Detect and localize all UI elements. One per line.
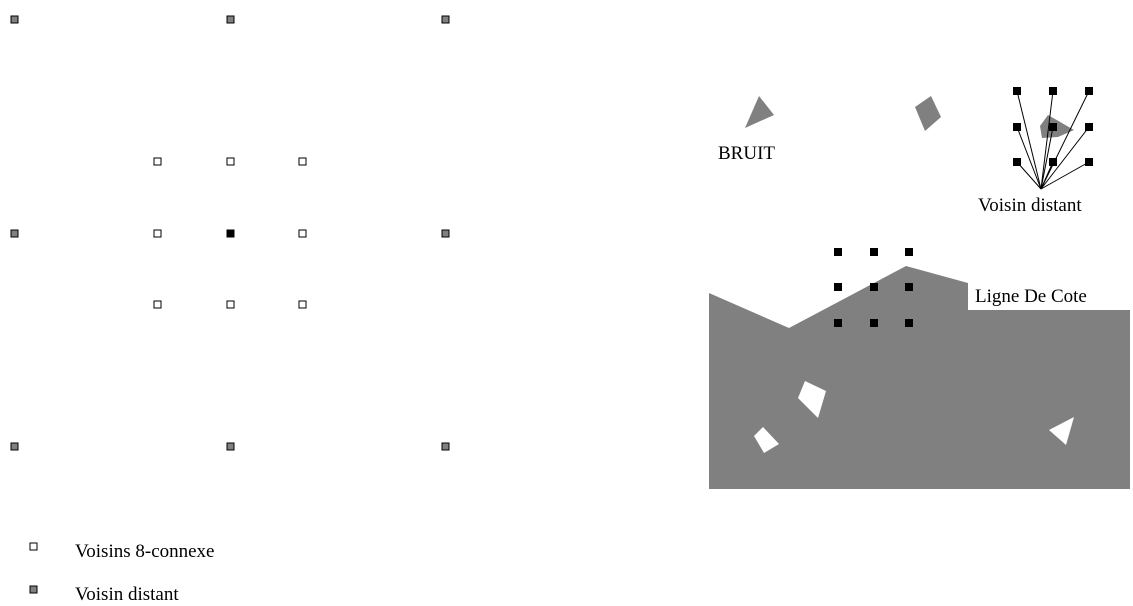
legend-distant-swatch bbox=[30, 586, 37, 593]
pixel-marker bbox=[905, 248, 913, 256]
pixel-marker bbox=[834, 248, 842, 256]
noise-label: BRUIT bbox=[718, 143, 775, 164]
distant-neighbor-lines bbox=[1017, 91, 1089, 189]
coastline-scene: BRUIT Voisin distant bbox=[709, 87, 1130, 489]
neighborhood-grid bbox=[11, 16, 449, 450]
distant-neighbor-marker bbox=[11, 230, 18, 237]
pixel-marker bbox=[1013, 158, 1021, 166]
pixel-marker bbox=[1085, 158, 1093, 166]
distant-neighbor-marker bbox=[442, 230, 449, 237]
connexe-neighbor-marker bbox=[227, 158, 234, 165]
connector-line bbox=[1017, 91, 1041, 189]
distant-neighbor-marker bbox=[227, 16, 234, 23]
pixel-marker bbox=[1085, 123, 1093, 131]
pixel-marker bbox=[1049, 87, 1057, 95]
connexe-neighbor-marker bbox=[154, 230, 161, 237]
connexe-neighbor-marker bbox=[299, 230, 306, 237]
distant-neighbor-marker bbox=[227, 443, 234, 450]
legend-connexe-swatch bbox=[30, 543, 37, 550]
pixel-marker bbox=[1049, 123, 1057, 131]
distant-neighbor-marker bbox=[442, 16, 449, 23]
connector-line bbox=[1041, 91, 1089, 189]
pixel-marker bbox=[1013, 123, 1021, 131]
pixel-marker bbox=[870, 319, 878, 327]
pixel-marker bbox=[834, 319, 842, 327]
pixel-marker bbox=[905, 283, 913, 291]
connexe-neighbor-marker bbox=[299, 158, 306, 165]
pixel-marker bbox=[1049, 158, 1057, 166]
legend-distant-label: Voisin distant bbox=[75, 584, 179, 605]
noise-blob bbox=[745, 96, 774, 128]
pixel-marker bbox=[1085, 87, 1093, 95]
connector-line bbox=[1041, 162, 1089, 189]
legend-connexe-label: Voisins 8-connexe bbox=[75, 541, 215, 562]
connexe-neighbor-marker bbox=[154, 158, 161, 165]
distant-neighbor-label: Voisin distant bbox=[978, 195, 1082, 216]
legend: Voisins 8-connexe Voisin distant bbox=[30, 541, 215, 605]
pixel-marker bbox=[1013, 87, 1021, 95]
center-pixel-marker bbox=[227, 230, 234, 237]
connexe-neighbor-marker bbox=[227, 301, 234, 308]
connexe-neighbor-marker bbox=[154, 301, 161, 308]
distant-neighbor-marker bbox=[442, 443, 449, 450]
noise-blob bbox=[915, 96, 941, 131]
pixel-marker bbox=[870, 248, 878, 256]
distant-neighbor-marker bbox=[11, 16, 18, 23]
coastline-label: Ligne De Cote bbox=[975, 286, 1087, 307]
distant-neighbor-grid bbox=[1013, 87, 1093, 166]
pixel-marker bbox=[834, 283, 842, 291]
pixel-marker bbox=[870, 283, 878, 291]
pixel-marker bbox=[905, 319, 913, 327]
distant-neighbor-marker bbox=[11, 443, 18, 450]
connexe-neighbor-marker bbox=[299, 301, 306, 308]
